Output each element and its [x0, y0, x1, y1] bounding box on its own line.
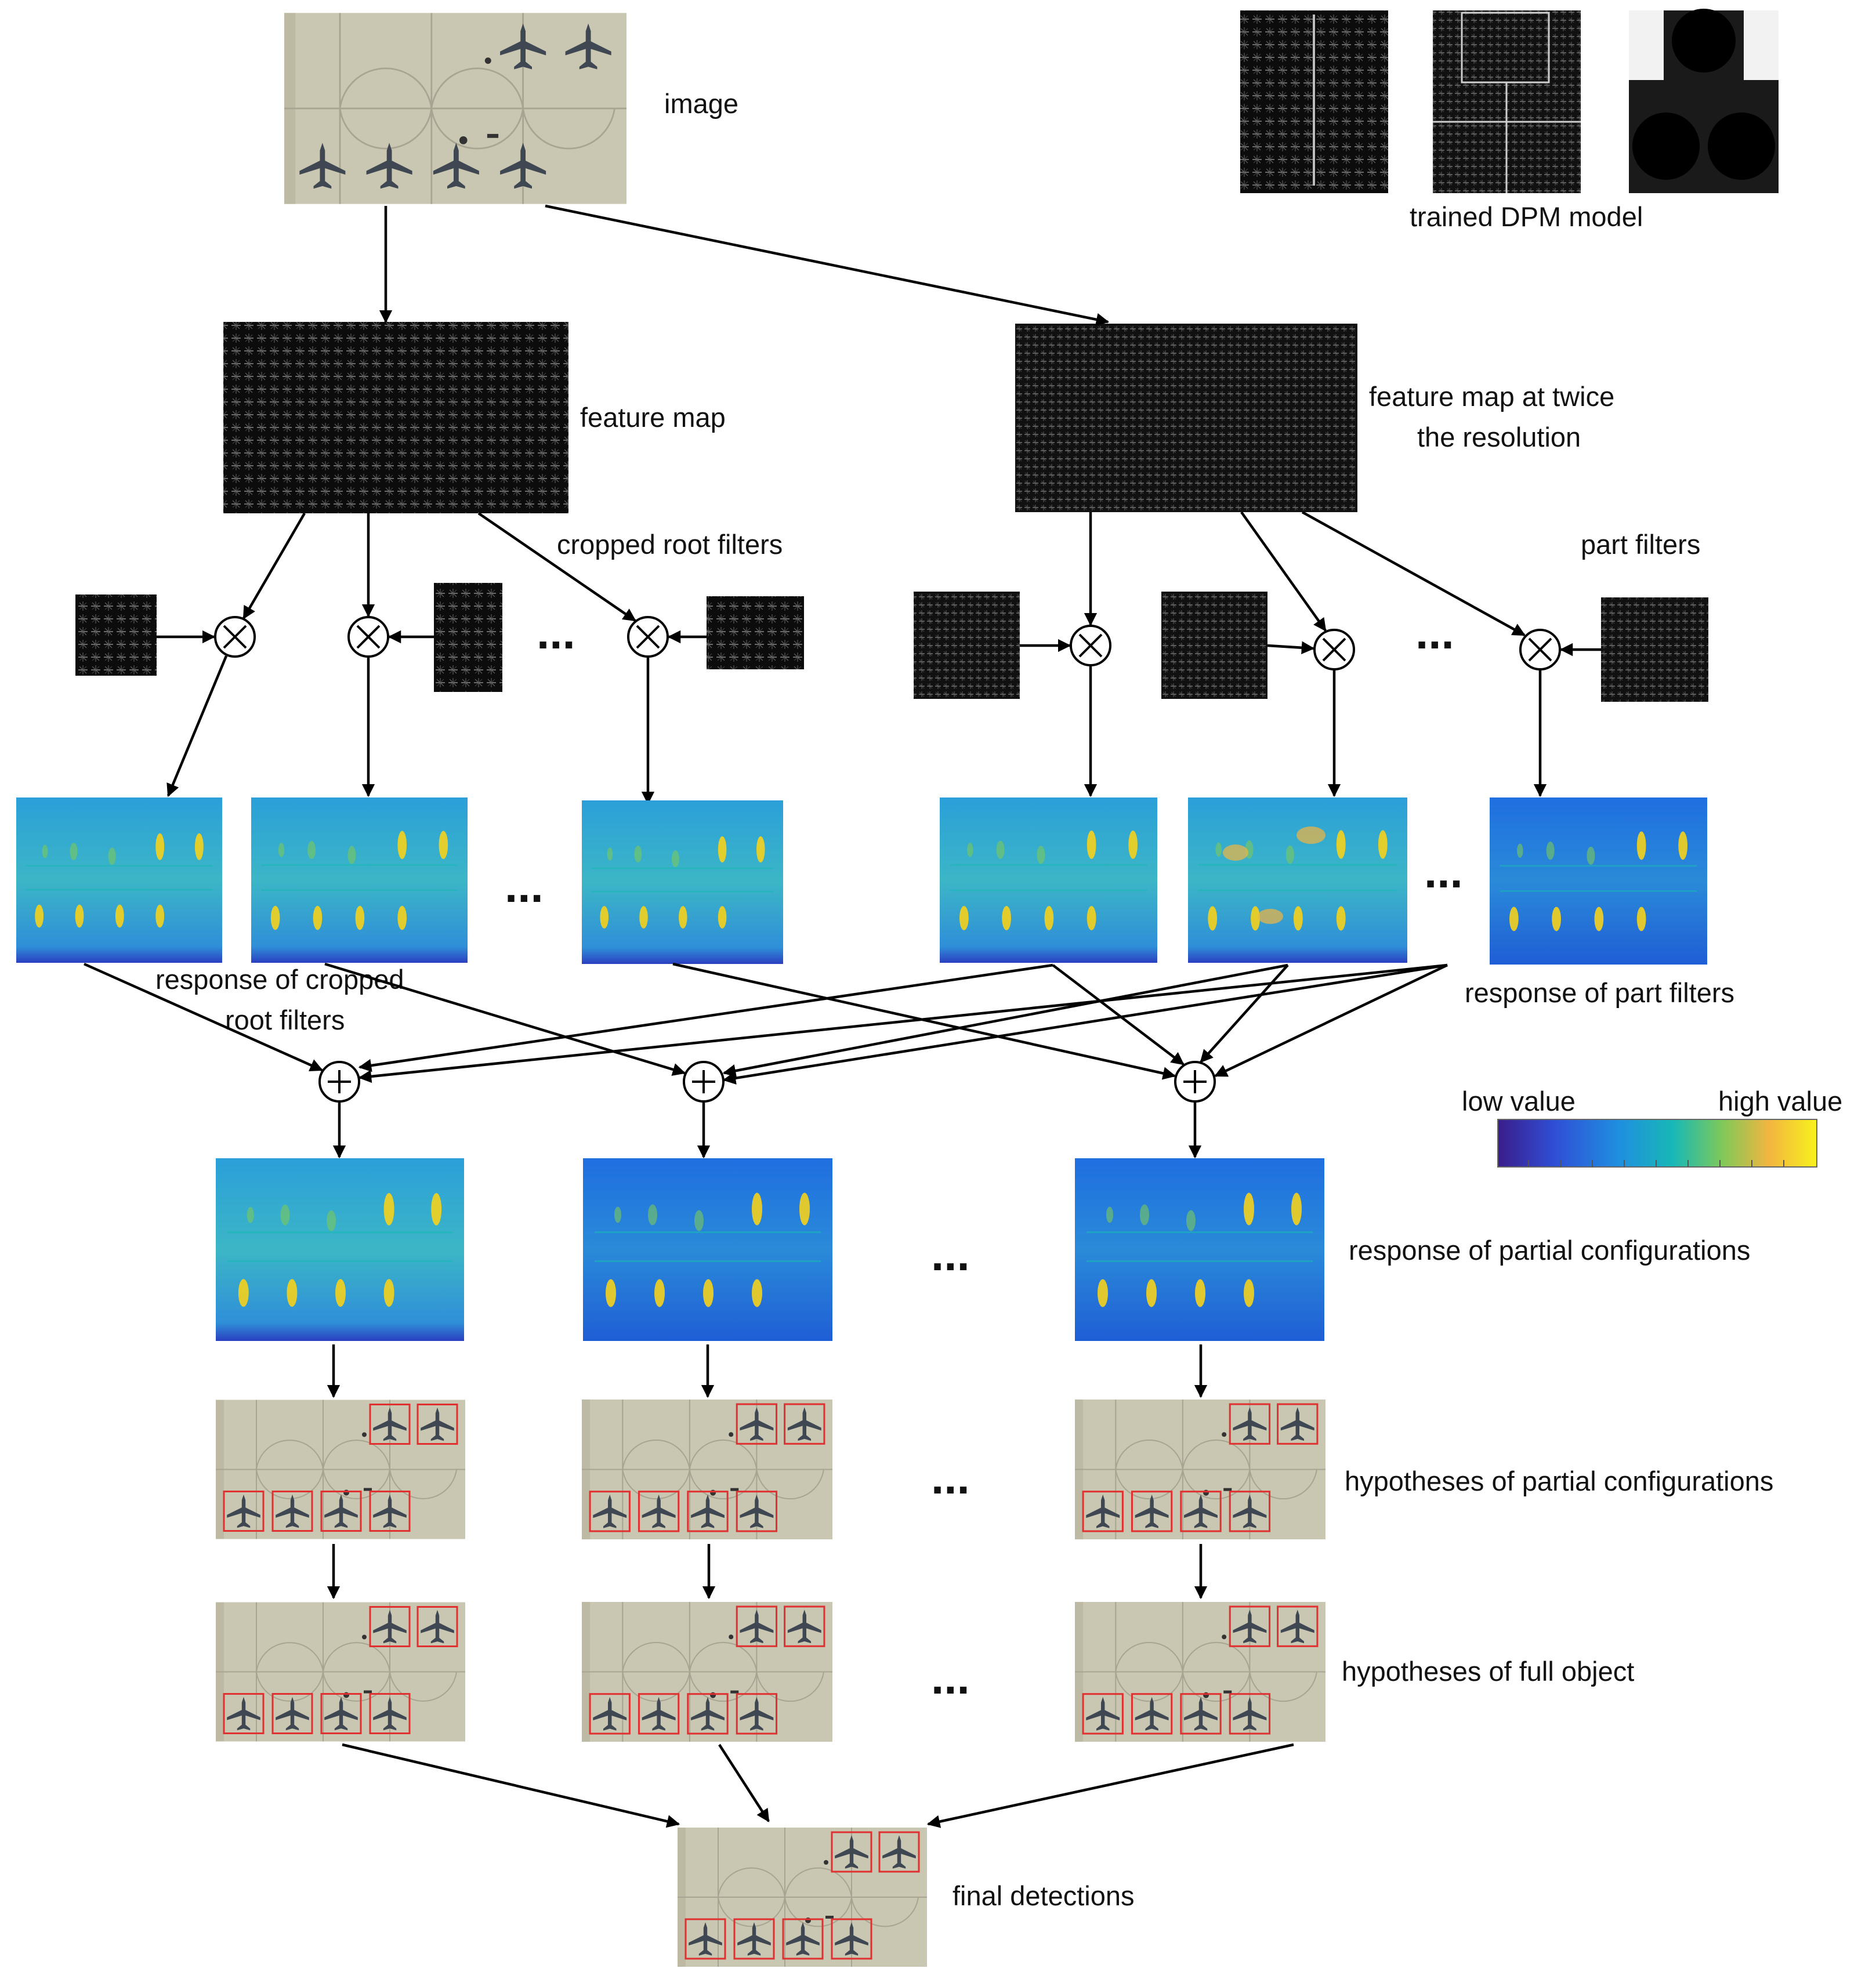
dpm-deformation-tile	[1629, 9, 1779, 193]
dpm-part-filters-tile	[1433, 10, 1581, 193]
ellipsis-part-filters: ...	[1415, 607, 1454, 658]
ellipsis-full-hypotheses: ...	[931, 1652, 970, 1703]
part-filter-tile-1	[914, 592, 1020, 699]
final-detections-image	[678, 1828, 927, 1967]
convolution-operator-5	[1313, 629, 1355, 670]
feature-map	[223, 322, 568, 513]
part-filters-label: part filters	[1581, 529, 1700, 560]
part-response-map-2	[1188, 798, 1407, 963]
ellipsis-root-responses: ...	[505, 860, 544, 912]
ellipsis-root-filters: ...	[537, 607, 575, 658]
part-filter-tile-3	[1601, 597, 1708, 702]
dpm-root-filter-tile	[1240, 10, 1388, 193]
root-filter-tile-1	[75, 594, 157, 676]
sum-operator-3	[1174, 1061, 1216, 1103]
sum-operator-2	[683, 1061, 725, 1103]
root-response-map-1	[16, 798, 222, 963]
part-filter-tile-2	[1161, 592, 1267, 699]
full-hypotheses-image-1	[216, 1603, 465, 1742]
response-cropped-label-line1: response of cropped	[155, 964, 404, 995]
partial-hypotheses-image-1	[216, 1400, 465, 1539]
feature-map-twice-resolution	[1015, 324, 1357, 512]
feature-map-twice-label-line2: the resolution	[1417, 422, 1581, 452]
partial-hypotheses-image-3	[1075, 1400, 1325, 1539]
input-image	[284, 13, 626, 204]
partial-hypotheses-image-2	[582, 1400, 832, 1539]
root-response-map-2	[251, 798, 468, 963]
colorbar	[1497, 1119, 1817, 1168]
root-filter-tile-3	[707, 596, 804, 669]
hyp-full-label: hypotheses of full object	[1342, 1656, 1634, 1687]
partial-config-response-1	[216, 1158, 464, 1341]
partial-config-response-3	[1075, 1158, 1324, 1341]
convolution-operator-6	[1519, 629, 1561, 670]
root-response-map-3	[582, 800, 783, 964]
full-hypotheses-image-3	[1075, 1602, 1325, 1742]
response-part-filters-label: response of part filters	[1465, 977, 1734, 1008]
convolution-operator-1	[214, 616, 256, 658]
convolution-operator-3	[627, 616, 669, 658]
partial-config-response-2	[583, 1158, 832, 1341]
high-value-label: high value	[1718, 1086, 1842, 1116]
ellipsis-part-responses: ...	[1424, 846, 1463, 897]
part-response-map-1	[940, 798, 1157, 963]
feature-map-label: feature map	[580, 402, 726, 433]
final-detections-label: final detections	[953, 1880, 1135, 1911]
ellipsis-partial-responses: ...	[931, 1228, 970, 1280]
ellipsis-partial-hypotheses: ...	[931, 1452, 970, 1503]
feature-map-twice-label-line1: feature map at twice	[1369, 381, 1614, 412]
convolution-operator-4	[1070, 625, 1111, 666]
convolution-operator-2	[347, 616, 389, 658]
sum-operator-1	[318, 1061, 360, 1103]
cropped-root-filters-label: cropped root filters	[557, 529, 783, 560]
hyp-partial-label: hypotheses of partial configurations	[1345, 1466, 1773, 1496]
part-response-map-3	[1490, 798, 1707, 965]
root-filter-tile-2	[434, 583, 502, 692]
response-partial-label: response of partial configurations	[1349, 1235, 1750, 1266]
image-label: image	[664, 88, 738, 119]
low-value-label: low value	[1462, 1086, 1576, 1116]
response-cropped-label-line2: root filters	[225, 1005, 345, 1035]
full-hypotheses-image-2	[582, 1602, 832, 1742]
trained-dpm-model-label: trained DPM model	[1410, 201, 1643, 232]
